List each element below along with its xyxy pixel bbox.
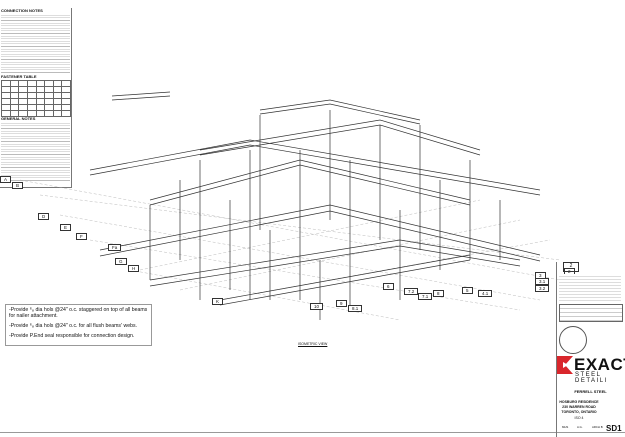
- grid-label-3-2: 3.2: [535, 285, 550, 292]
- engineer-seal: [559, 326, 587, 354]
- drawn-by: MHS: [562, 425, 569, 429]
- logo-mark-icon: [557, 356, 573, 374]
- revision-notes: [559, 274, 621, 302]
- project-name: HOSBURG RESIDENCE: [559, 400, 599, 404]
- logo-sub: STEEL DETAILI: [575, 372, 608, 384]
- grid-label-3-1: 3.1: [535, 278, 550, 285]
- title-block: 2: [556, 262, 625, 437]
- logo-word: EXACT: [574, 355, 625, 374]
- view-label: ISOMETRIC VIEW: [298, 342, 328, 346]
- revision-badge: 2: [563, 262, 579, 272]
- drawing-title: ISO 4: [574, 416, 584, 420]
- fastener-table: [1, 80, 71, 117]
- beams: [89, 91, 541, 320]
- grid-label-10: 10: [310, 303, 324, 310]
- fastener-table-title: FASTENER TABLE: [1, 74, 37, 79]
- grid-label-7-2: 7.2: [404, 288, 419, 295]
- grid-label-h: H: [128, 265, 140, 272]
- grid-label-8-1: 8.1: [348, 305, 363, 312]
- grid-label-4-1: 4.1: [478, 290, 493, 297]
- company-logo: EXACT STEEL DETAILI: [556, 355, 625, 387]
- grid-label-k: K: [212, 298, 224, 305]
- sheet-format: ARCH B: [592, 425, 603, 429]
- grid-label-e: E: [60, 224, 72, 231]
- note-connection-design: -Provide P.End seal responsible for conn…: [9, 333, 135, 339]
- sheet-number: SD1: [606, 424, 622, 433]
- note-nailer-holes: -Provide ⁶₈ dia hols @24" o.c. staggered…: [9, 307, 148, 319]
- grid-label-5: 5: [462, 287, 473, 294]
- grid-label-a: A: [0, 176, 12, 183]
- grid-label-6: 6: [383, 283, 394, 290]
- general-notes-title: GENERAL NOTES: [1, 116, 36, 121]
- grid-label-9: 9: [336, 300, 347, 307]
- notes-panel: CONNECTION NOTES FASTENER TABLE GENERAL …: [0, 8, 72, 188]
- project-address: 230 WARREN ROAD TORONTO, ONTARIO: [561, 405, 597, 414]
- grid-label-f: F: [76, 233, 87, 240]
- grid-label-b: B: [12, 182, 24, 189]
- note-flush-beam-holes: -Provide ⁶₈ dia hols @24" o.c. for all f…: [9, 323, 138, 329]
- general-notes-text: [1, 121, 70, 181]
- revision-table: [559, 304, 623, 322]
- project-info: HOSBURG RESIDENCE 230 WARREN ROAD TORONT…: [556, 400, 602, 415]
- connection-notes-text: [1, 13, 70, 75]
- grid-label-d: D: [38, 213, 50, 220]
- grid-label-fa: Fa: [108, 244, 122, 251]
- connection-notes-title: CONNECTION NOTES: [1, 8, 43, 13]
- grid-label-g: G: [115, 258, 127, 265]
- checked-by: A.G.: [577, 425, 583, 429]
- grid-label-7-1: 7.1: [418, 293, 433, 300]
- bottom-notes-box: -Provide ⁶₈ dia hols @24" o.c. staggered…: [5, 304, 152, 346]
- client-name: FERRELL STEEL: [574, 389, 607, 394]
- grid-label-8: 8: [433, 290, 444, 297]
